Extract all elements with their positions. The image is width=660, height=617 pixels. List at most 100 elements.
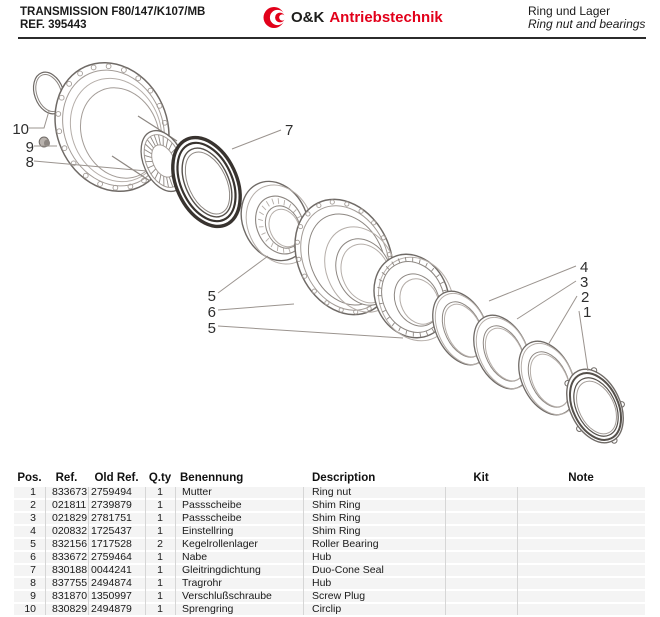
table-cell: 1717528 [88,539,145,550]
column-separator [145,487,146,615]
table-cell: 5 [14,539,45,550]
table-cell: 1 [145,487,175,498]
table-cell: 1 [145,513,175,524]
table-cell: 10 [14,604,45,615]
table-cell: Shim Ring [303,526,445,537]
column-separator [517,487,518,615]
table-cell: Sprengring [175,604,303,615]
table-cell: 1 [145,578,175,589]
table-cell: 2 [14,500,45,511]
table-cell: 021811 [45,500,88,511]
leader-6 [218,304,294,310]
table-cell [517,604,645,615]
column-header-qty: Q.ty [145,470,175,486]
callout-6: 6 [208,304,216,321]
table-cell: 021829 [45,513,88,524]
column-header-pos: Pos. [14,470,45,486]
callout-5a: 5 [208,288,216,305]
table-cell: Circlip [303,604,445,615]
table-cell [517,500,645,511]
table-cell: 1 [145,500,175,511]
table-cell: 1 [145,565,175,576]
table-cell: 2759494 [88,487,145,498]
table-cell: Mutter [175,487,303,498]
leader-2 [548,296,577,345]
column-separator [175,487,176,615]
table-cell: Gleitringdichtung [175,565,303,576]
leader-5b [218,326,403,338]
table-cell [517,526,645,537]
callout-8: 8 [26,154,34,171]
table-cell: 9 [14,591,45,602]
table-cell: 1350997 [88,591,145,602]
column-header-description: Description [303,470,445,486]
table-cell: 1 [145,552,175,563]
column-header-note: Note [517,470,645,486]
column-header-benennung: Benennung [175,470,303,486]
callout-7: 7 [285,122,293,139]
table-cell [445,591,517,602]
table-cell: 2494879 [88,604,145,615]
table-cell: 831870 [45,591,88,602]
column-separator [88,487,89,615]
leader-4 [489,266,576,301]
table-cell: 2739879 [88,500,145,511]
table-cell [445,513,517,524]
table-cell: 832156 [45,539,88,550]
table-cell: 833672 [45,552,88,563]
table-cell [517,591,645,602]
table-cell [445,487,517,498]
column-separator [445,487,446,615]
table-cell [517,513,645,524]
callout-10: 10 [12,121,29,138]
table-cell: Shim Ring [303,513,445,524]
table-cell [517,552,645,563]
hatch-line [278,198,279,204]
table-cell: 6 [14,552,45,563]
column-separator [45,487,46,615]
table-cell [517,487,645,498]
column-separator [303,487,304,615]
table-cell: Passscheibe [175,500,303,511]
table-cell: 7 [14,565,45,576]
table-cell: 020832 [45,526,88,537]
leader-7 [232,130,281,149]
callout-1: 1 [583,304,591,321]
table-cell: Verschlußschraube [175,591,303,602]
table-cell: Einstellring [175,526,303,537]
table-cell: 2759464 [88,552,145,563]
table-cell: 1 [145,604,175,615]
table-cell: Hub [303,578,445,589]
leader-10 [29,111,49,128]
table-cell: Roller Bearing [303,539,445,550]
table-cell: Nabe [175,552,303,563]
column-header-kit: Kit [445,470,517,486]
table-cell: 830188 [45,565,88,576]
table-cell [517,565,645,576]
table-cell: 8 [14,578,45,589]
leader-5a [218,256,268,293]
table-cell: 1 [14,487,45,498]
table-cell: Shim Ring [303,500,445,511]
table-cell: Duo-Cone Seal [303,565,445,576]
table-cell: 2494874 [88,578,145,589]
table-cell: 837755 [45,578,88,589]
table-cell: 1 [145,526,175,537]
table-cell [445,539,517,550]
table-cell [445,565,517,576]
table-cell: 1 [145,591,175,602]
table-cell [517,539,645,550]
table-cell: 1725437 [88,526,145,537]
table-cell: 0044241 [88,565,145,576]
table-cell [445,526,517,537]
